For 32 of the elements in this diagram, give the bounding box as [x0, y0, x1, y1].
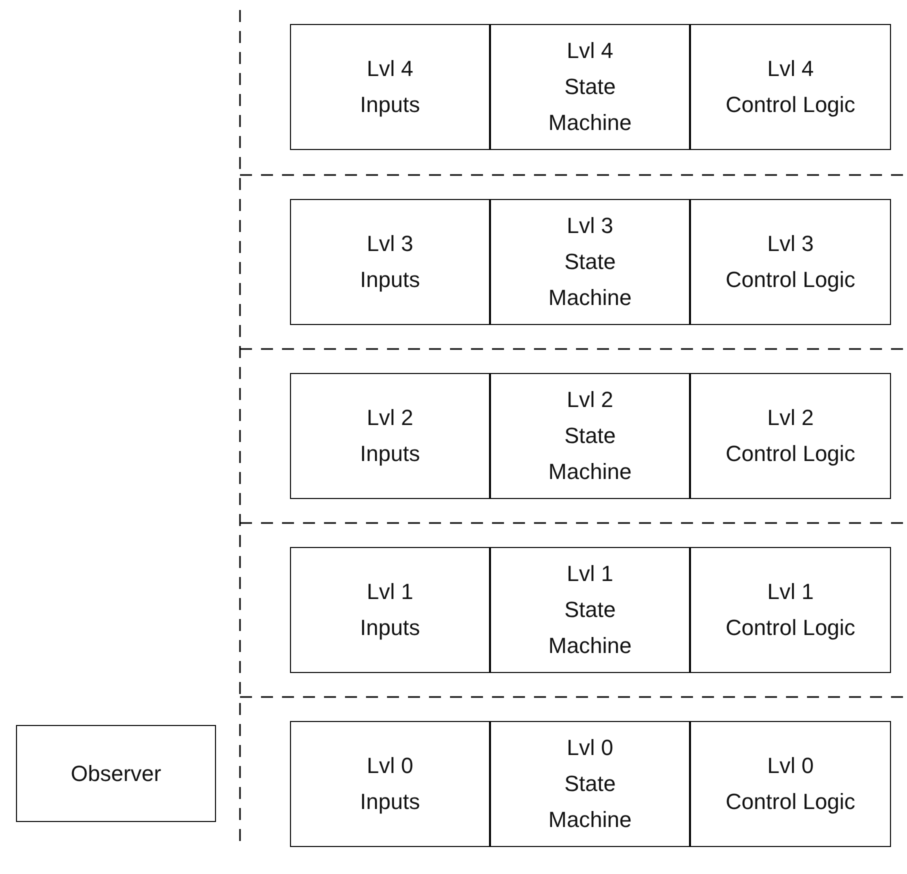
process-box	[690, 721, 891, 847]
box-label: Lvl 2 Control Logic	[726, 404, 856, 468]
process-box	[290, 199, 490, 325]
process-box	[690, 373, 891, 499]
box-label: Lvl 3 Control Logic	[726, 230, 856, 294]
box-label: Lvl 3 Inputs	[360, 230, 420, 294]
process-box	[690, 24, 891, 150]
process-box	[290, 24, 490, 150]
box-label: Lvl 3 State Machine	[548, 212, 632, 312]
box-label: Observer	[70, 760, 162, 788]
process-box	[16, 725, 216, 822]
box-label: Lvl 1 Control Logic	[726, 578, 856, 642]
box-label: Lvl 4 Inputs	[360, 55, 420, 119]
box-label: Lvl 1 State Machine	[548, 560, 632, 660]
box-label: Lvl 0 State Machine	[548, 734, 632, 834]
process-box	[490, 547, 690, 673]
process-box	[290, 373, 490, 499]
box-label: Lvl 0 Inputs	[360, 752, 420, 816]
process-box	[490, 721, 690, 847]
box-label: Lvl 2 State Machine	[548, 386, 632, 486]
box-label: Lvl 4 Control Logic	[726, 55, 856, 119]
box-label: Lvl 0 Control Logic	[726, 752, 856, 816]
process-box	[690, 199, 891, 325]
box-label: Lvl 4 State Machine	[548, 37, 632, 137]
box-label: Lvl 2 Inputs	[360, 404, 420, 468]
process-box	[490, 373, 690, 499]
process-box	[490, 199, 690, 325]
process-box	[290, 721, 490, 847]
process-box	[490, 24, 690, 150]
box-label: Lvl 1 Inputs	[360, 578, 420, 642]
process-box	[290, 547, 490, 673]
process-box	[690, 547, 891, 673]
